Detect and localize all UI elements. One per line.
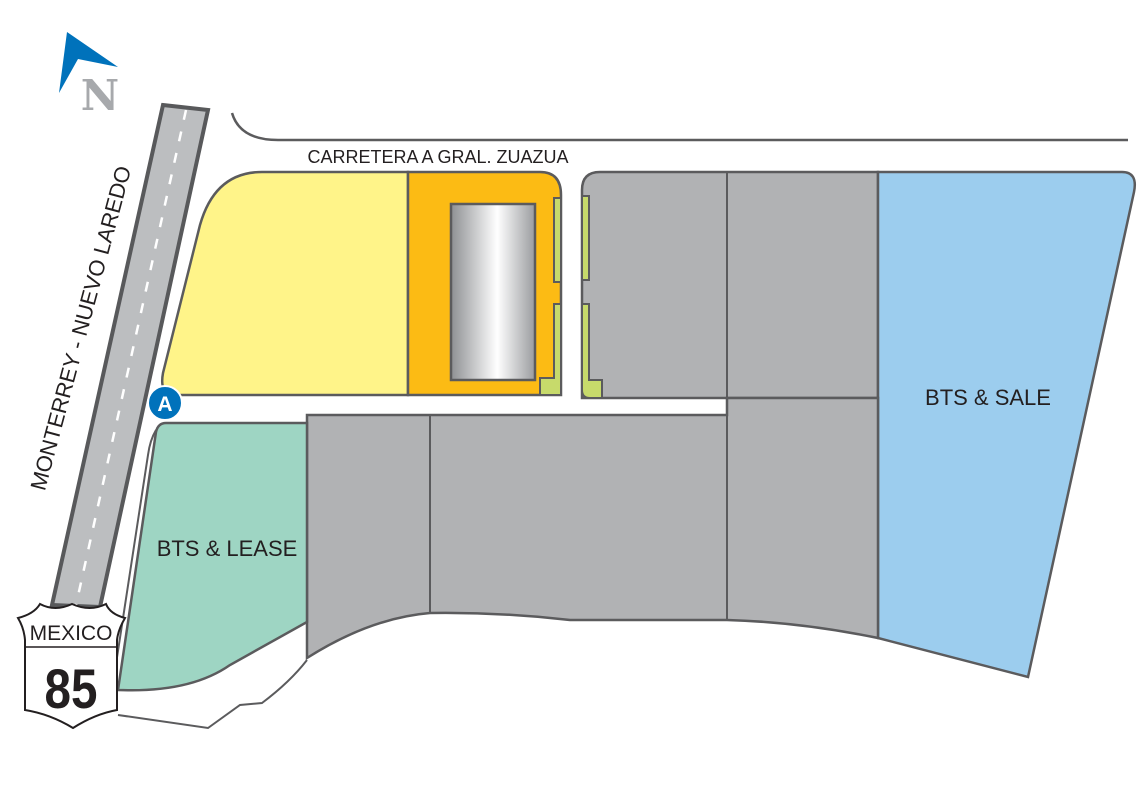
shield-country: MEXICO [30, 622, 113, 645]
green-strip [581, 195, 590, 281]
top-road-edge [230, 112, 1128, 142]
green-strip [581, 303, 603, 399]
shield-number: 85 [45, 658, 98, 720]
green-strip [539, 303, 562, 396]
sale-lot-label: BTS & SALE [925, 385, 1051, 410]
lot-bts-sale[interactable] [876, 170, 1136, 679]
lot-bts-lease[interactable] [116, 421, 309, 692]
top-road-label: CARRETERA A GRAL. ZUAZUA [307, 147, 568, 167]
lot-gray-south[interactable] [305, 396, 880, 661]
highway-shield-icon: MEXICO 85 [16, 602, 127, 730]
lot-yellow[interactable] [161, 170, 410, 397]
lot-gray-north[interactable] [580, 170, 880, 400]
access-marker-a[interactable]: A [147, 385, 183, 421]
green-strip [553, 197, 562, 283]
marker-label: A [157, 393, 172, 416]
lease-lot-label: BTS & LEASE [157, 536, 298, 561]
north-arrow-icon: N [59, 32, 119, 120]
building [449, 202, 537, 382]
north-label: N [81, 71, 119, 120]
